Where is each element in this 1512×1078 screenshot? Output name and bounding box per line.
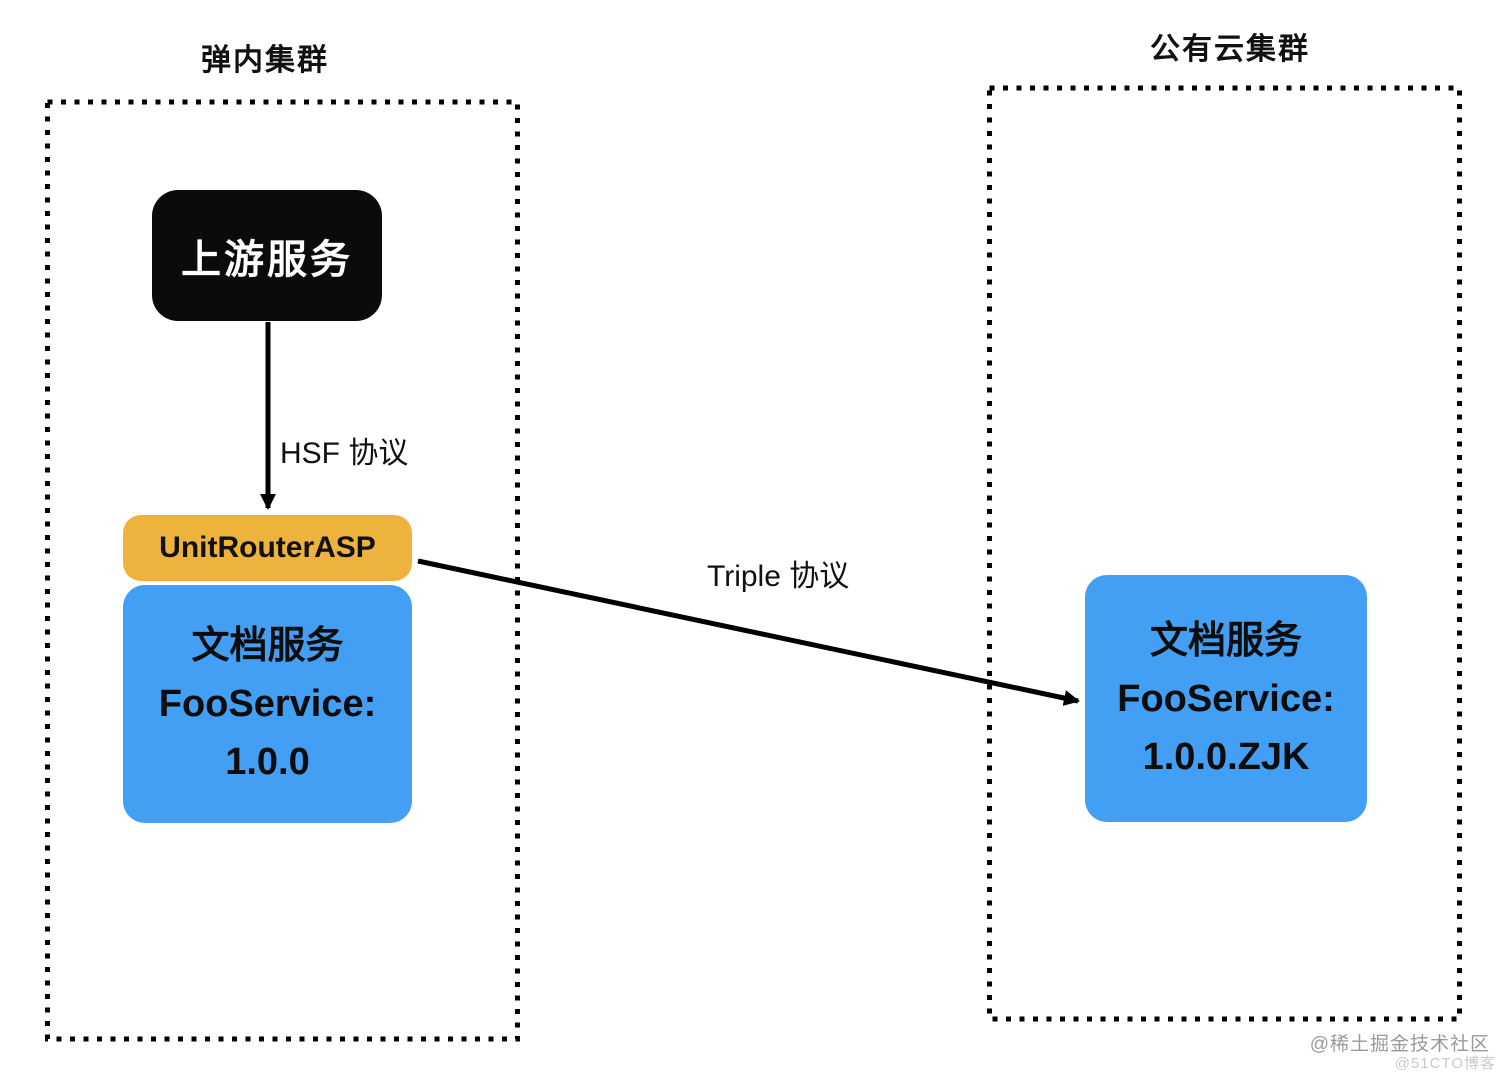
left-doc-service-line3: 1.0.0 <box>225 741 310 783</box>
unit-router-asp-box: UnitRouterASP <box>123 515 412 581</box>
right-doc-service-line2: FooService: <box>1117 677 1335 720</box>
left-doc-service-box: 文档服务 FooService: 1.0.0 <box>123 585 412 823</box>
triple-protocol-label: Triple 协议 <box>707 560 850 593</box>
unit-router-asp-label: UnitRouterASP <box>159 531 376 564</box>
right-cluster-title: 公有云集群 <box>1150 33 1310 66</box>
left-cluster-title: 弹内集群 <box>201 44 329 77</box>
watermark-51cto: @51CTO博客 <box>1394 1055 1496 1072</box>
left-doc-service-line2: FooService: <box>158 683 377 725</box>
right-cluster-border <box>987 85 1462 1022</box>
upstream-service-box: 上游服务 <box>152 190 382 321</box>
triple-arrow <box>417 558 1080 706</box>
left-doc-service-line1: 文档服务 <box>191 625 344 667</box>
hsf-protocol-label: HSF 协议 <box>280 437 409 470</box>
upstream-service-label: 上游服务 <box>181 237 353 282</box>
right-doc-service-line3: 1.0.0.ZJK <box>1142 735 1310 778</box>
right-doc-service-box: 文档服务 FooService: 1.0.0.ZJK <box>1085 575 1367 822</box>
right-doc-service-line1: 文档服务 <box>1149 619 1302 662</box>
watermark-juejin: @稀土掘金技术社区 <box>1309 1034 1490 1055</box>
